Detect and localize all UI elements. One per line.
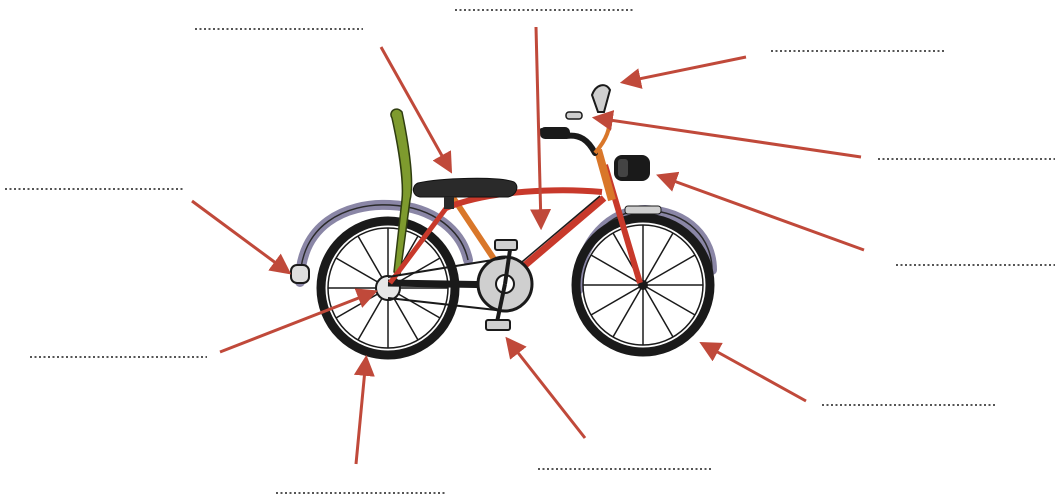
arrow-top-tube xyxy=(536,27,541,226)
rear-reflector xyxy=(291,265,309,283)
arrow-bell xyxy=(624,57,746,82)
arrow-front-wheel xyxy=(703,344,806,401)
handlebar-grip xyxy=(540,127,570,139)
saddle xyxy=(413,178,517,197)
front-wheel xyxy=(576,218,710,352)
pedal-upper xyxy=(495,240,517,250)
arrow-rear-tire xyxy=(356,359,366,464)
arrow-reflector xyxy=(192,201,288,272)
arrow-pedal xyxy=(508,340,585,438)
arrow-saddle xyxy=(381,47,450,170)
rear-hub xyxy=(376,276,400,300)
bell xyxy=(592,85,610,112)
blank-lines xyxy=(5,10,1055,493)
headlamp xyxy=(614,155,650,181)
arrows xyxy=(192,27,864,464)
rear-wheel xyxy=(321,221,455,355)
arrow-handlebar xyxy=(596,118,861,157)
pedal-lower xyxy=(486,320,510,330)
seat-post xyxy=(391,109,412,275)
